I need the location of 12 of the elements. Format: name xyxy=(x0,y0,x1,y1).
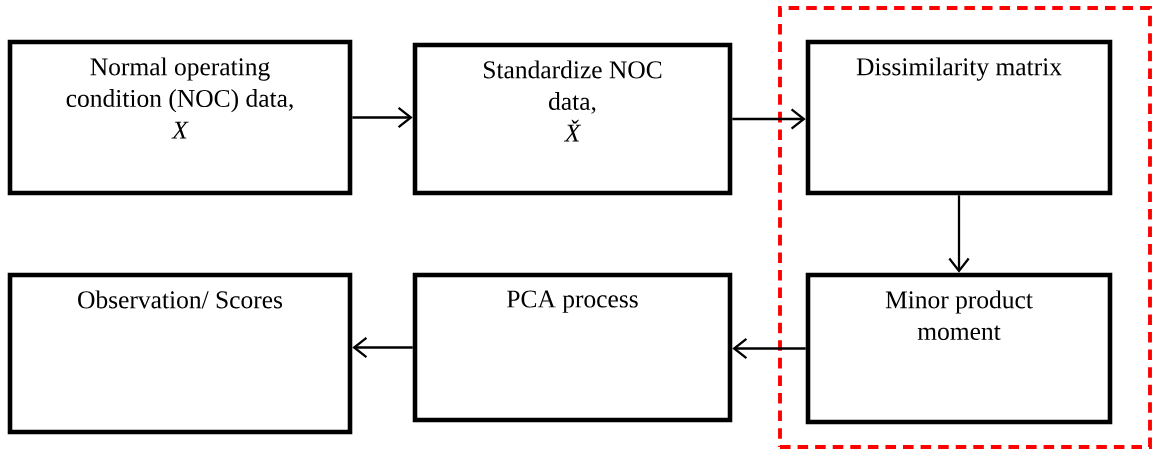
process-box: PCA process xyxy=(412,272,733,423)
arrow xyxy=(948,195,970,273)
process-box: Dissimilarity matrix xyxy=(805,39,1113,196)
arrow xyxy=(352,106,413,129)
arrow xyxy=(732,337,806,360)
arrow xyxy=(352,336,413,359)
dashed-frame xyxy=(778,6,1152,449)
arrow xyxy=(732,108,806,130)
process-box: Minor product moment xyxy=(805,272,1113,425)
process-box: Normal operating condition (NOC) data, X xyxy=(7,39,353,196)
process-box: Standardize NOC data, X̌ xyxy=(412,42,733,196)
process-box: Observation/ Scores xyxy=(7,272,353,435)
